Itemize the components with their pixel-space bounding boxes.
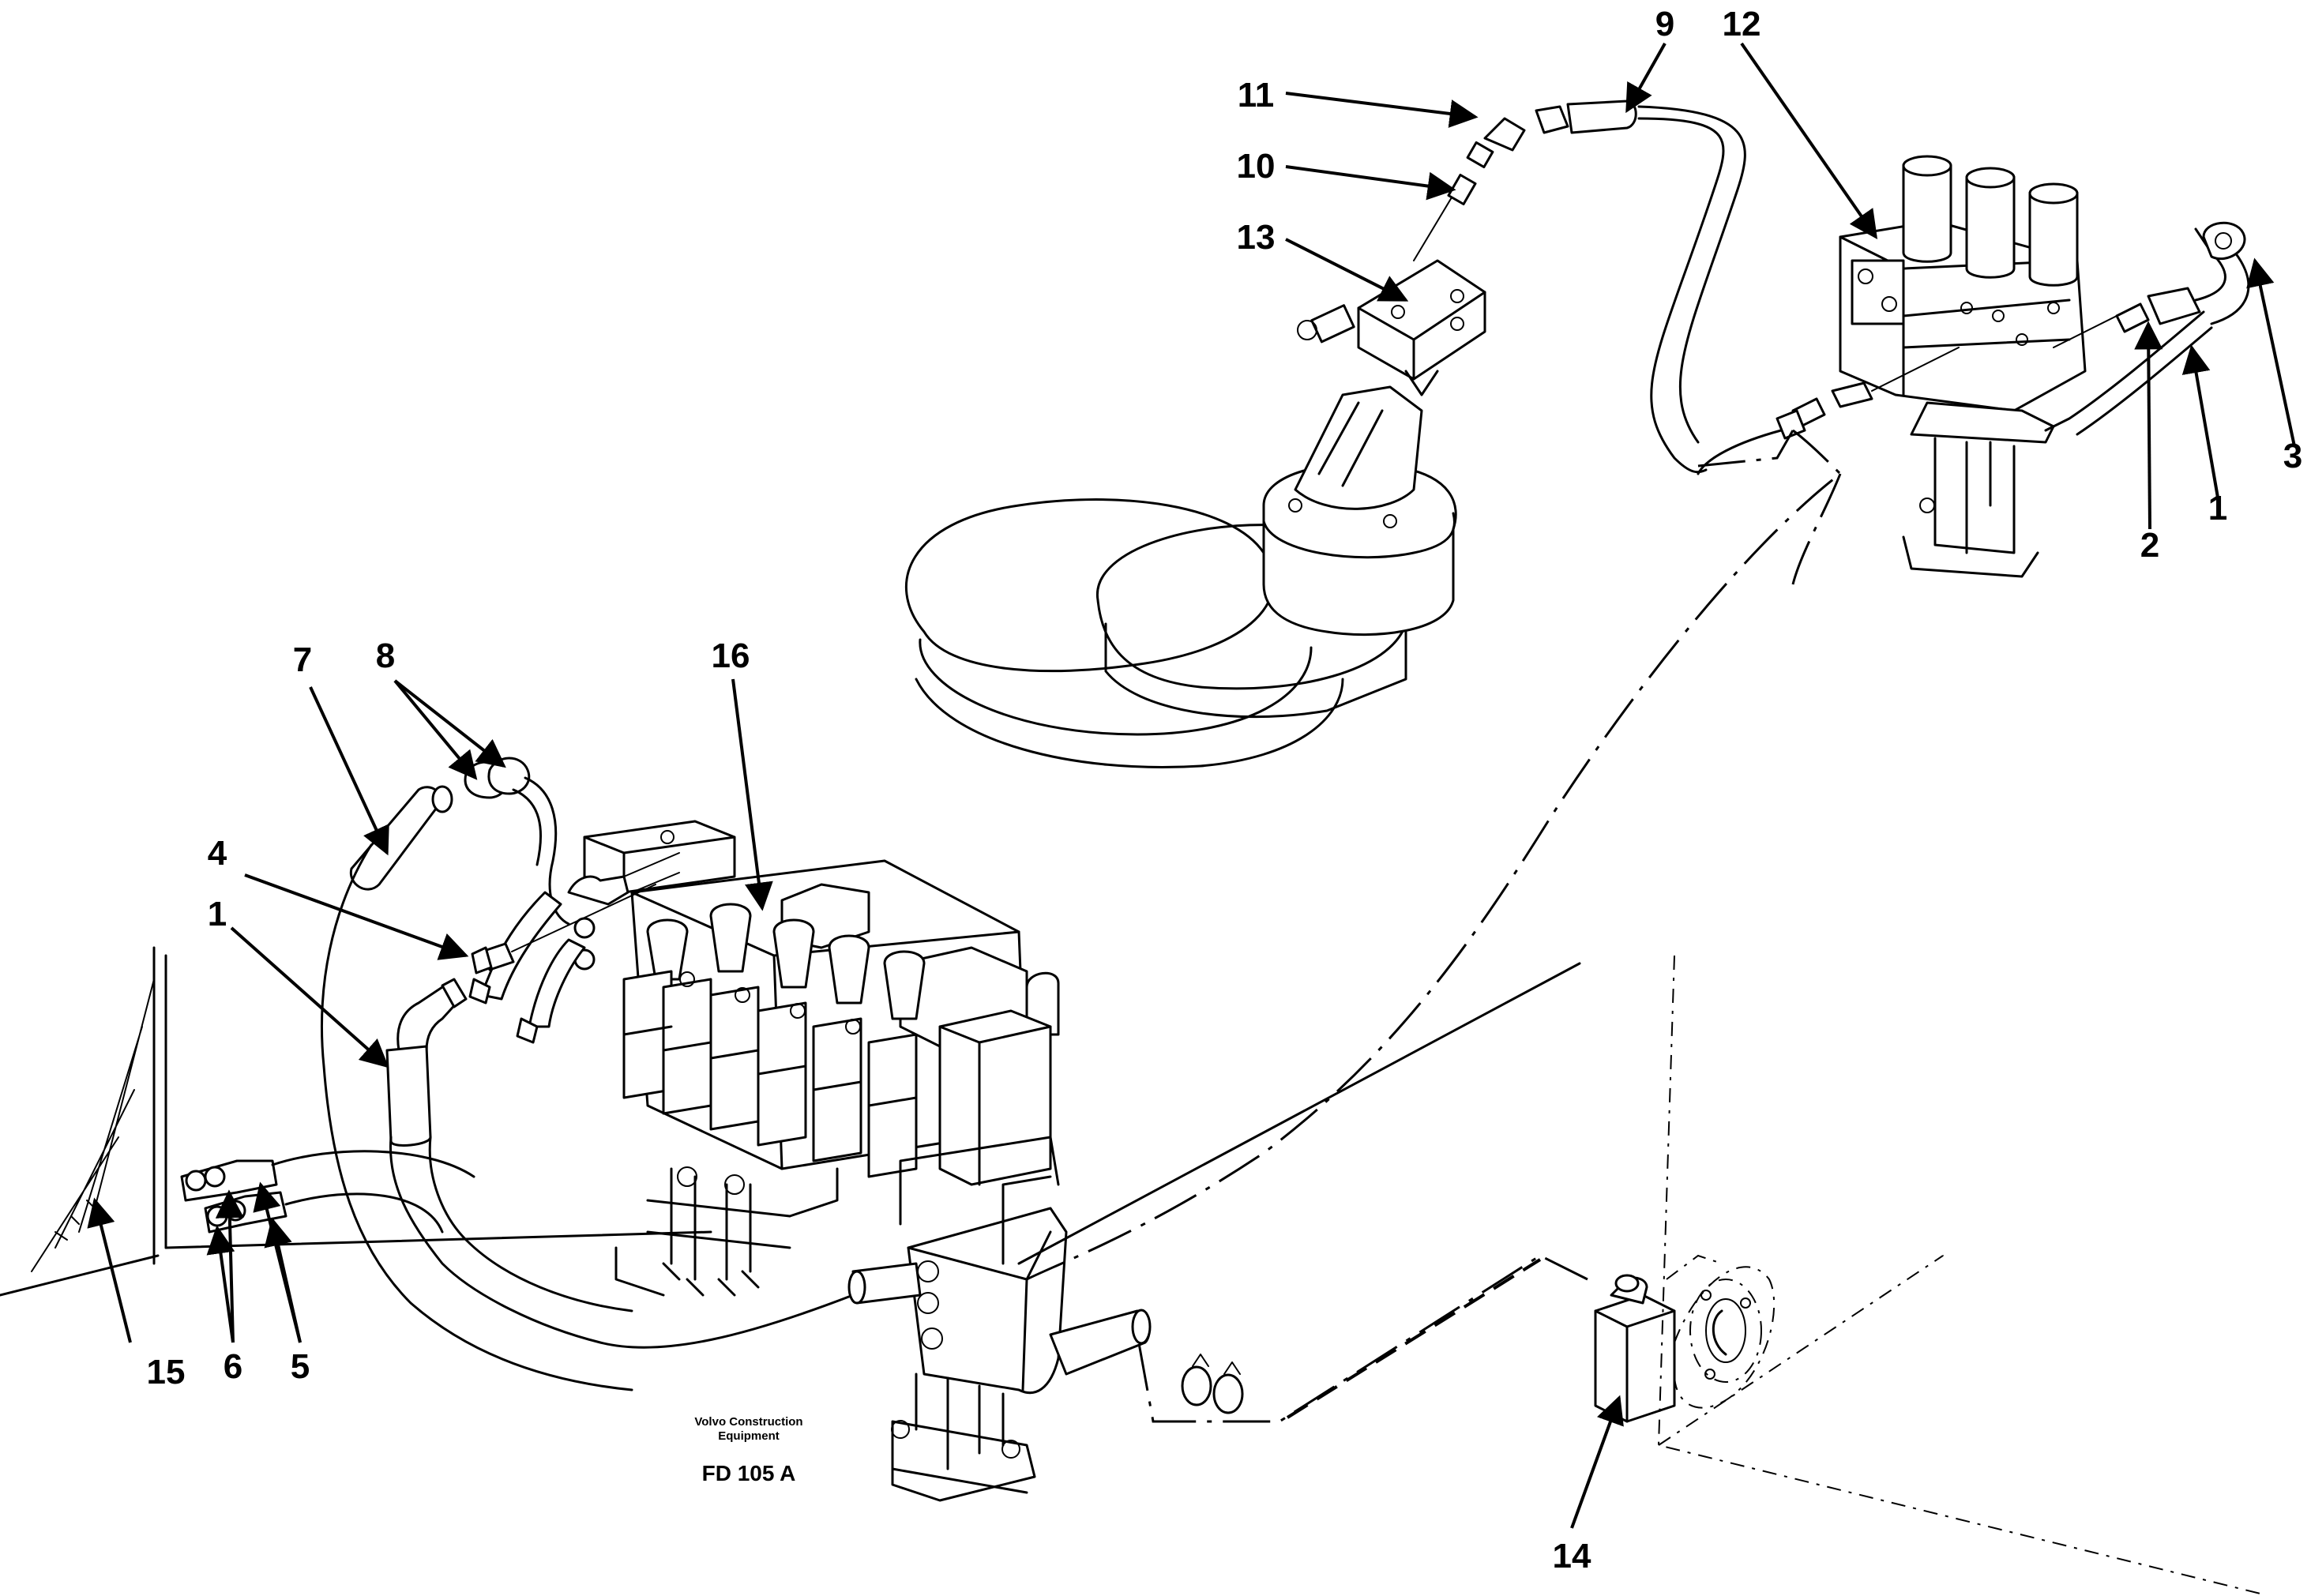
valve-12-port-fittings [1697,347,1960,475]
left-hoses [321,757,855,1391]
lower-bracket [847,962,1581,1502]
callout-9: 9 [1655,5,1674,43]
callout-4: 4 [208,834,227,873]
callout-11: 11 [1238,76,1275,115]
credit-line-1: Volvo Construction [694,1415,802,1429]
callout-15: 15 [147,1353,186,1391]
callout-2: 2 [2140,526,2159,565]
callout-16: 16 [712,637,750,675]
callout-3: 3 [2283,437,2302,475]
callout-1-left: 1 [208,895,227,933]
callout-10: 10 [1237,147,1276,186]
leader-lines [87,42,2296,1529]
callout-5: 5 [291,1347,310,1386]
callout-7: 7 [293,640,312,679]
right-fittings [2044,221,2250,436]
block-14 [1594,1254,1776,1423]
swing-motor-fittings [1413,100,1746,474]
phantom-lines [1026,429,2268,1596]
credit-block: Volvo Construction Equipment FD 105 A [694,1415,802,1485]
callout-labels: 9 12 11 10 13 3 1 2 16 7 8 4 1 15 6 5 14 [147,5,2303,1575]
callout-6: 6 [224,1347,242,1386]
credit-line-2: Equipment [718,1429,780,1443]
swing-motor-assembly [904,259,1486,769]
callout-1-right: 1 [2208,489,2227,528]
callout-12: 12 [1723,5,1761,43]
valve-bank-16 [583,820,1060,1297]
callout-13: 13 [1237,218,1276,257]
callout-14: 14 [1553,1537,1591,1575]
drawing-code: FD 105 A [702,1461,796,1485]
control-valve-12 [1839,155,2087,578]
callout-8: 8 [376,637,395,675]
